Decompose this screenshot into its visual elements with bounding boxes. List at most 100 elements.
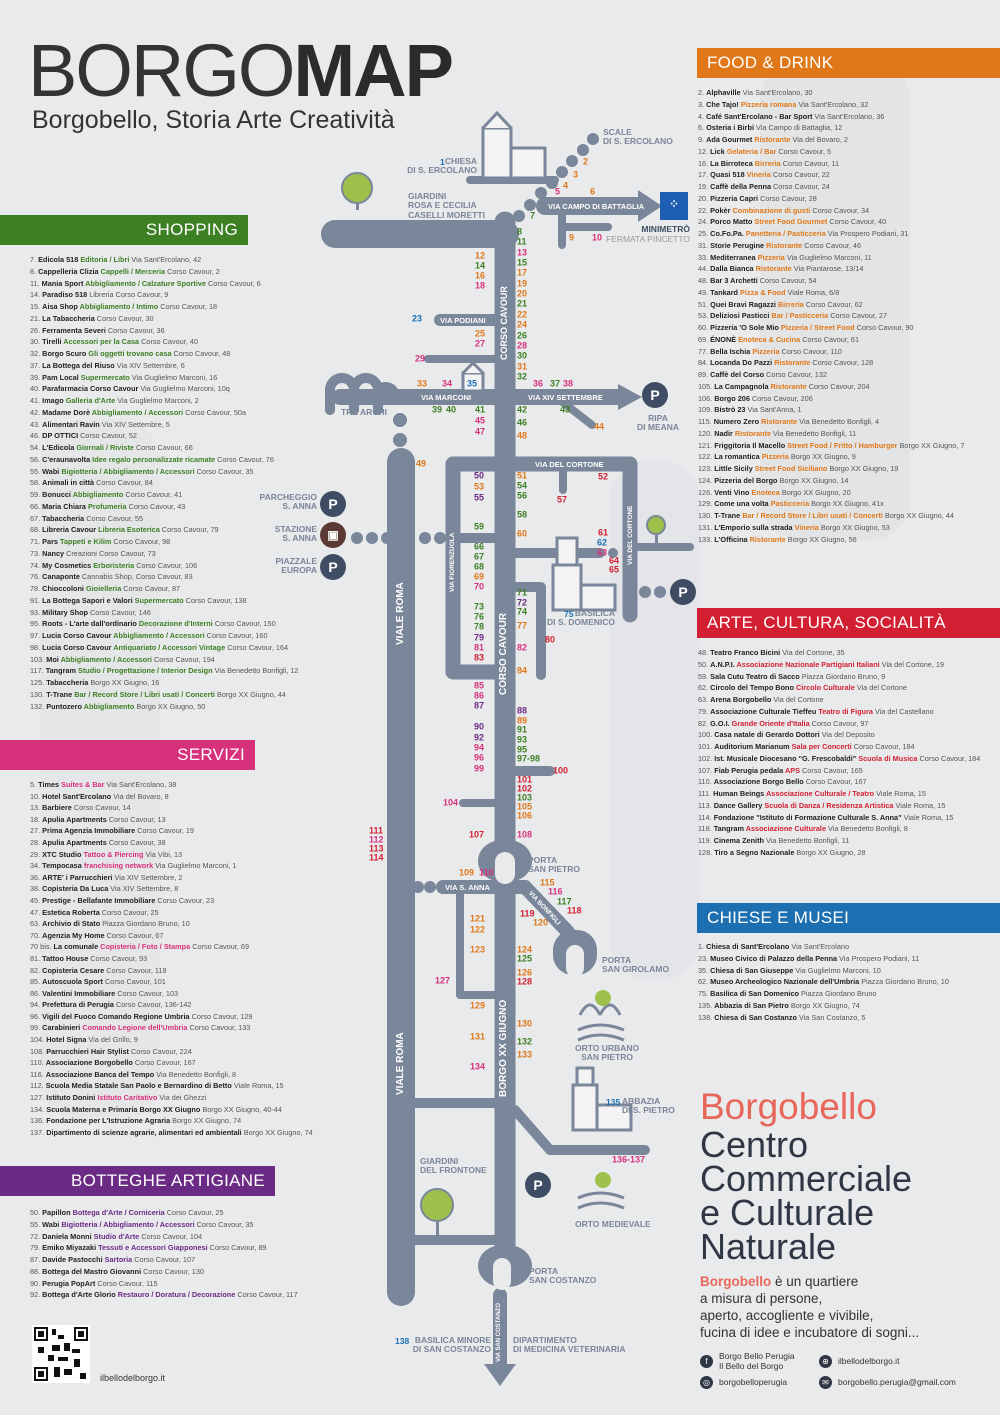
map-marker-111[interactable]: 111	[369, 825, 384, 836]
map-marker-74[interactable]: 74	[517, 606, 528, 617]
map-marker-85[interactable]: 85	[474, 680, 485, 691]
map-marker-5[interactable]: 5	[555, 186, 561, 197]
map-marker-132[interactable]: 132	[517, 1036, 533, 1047]
map-marker-23[interactable]: 23	[412, 313, 423, 324]
map-marker-34[interactable]: 34	[442, 378, 453, 389]
map-marker-49[interactable]: 49	[416, 458, 427, 469]
map-marker-80[interactable]: 80	[545, 634, 556, 645]
map-marker-56[interactable]: 56	[517, 490, 528, 501]
map-marker-87[interactable]: 87	[474, 700, 485, 711]
instagram-link[interactable]: ◎borgobelloperugia	[700, 1376, 787, 1389]
map-marker-116[interactable]: 116	[548, 886, 563, 897]
map-marker-90[interactable]: 90	[474, 721, 485, 732]
map-marker-69[interactable]: 69	[474, 571, 485, 582]
map-marker-43[interactable]: 43	[560, 404, 571, 415]
map-marker-67[interactable]: 67	[474, 551, 485, 562]
map-marker-131[interactable]: 131	[470, 1031, 486, 1042]
map-marker-123[interactable]: 123	[470, 944, 486, 955]
map-marker-62[interactable]: 62	[597, 537, 608, 548]
map-marker-44[interactable]: 44	[594, 421, 605, 432]
map-marker-21[interactable]: 21	[517, 298, 528, 309]
map-marker-106[interactable]: 106	[517, 810, 533, 821]
map-marker-18[interactable]: 18	[475, 280, 486, 291]
map-marker-70[interactable]: 70	[474, 581, 485, 592]
map-marker-81[interactable]: 81	[474, 642, 485, 653]
map-marker-12[interactable]: 12	[475, 250, 486, 261]
map-marker-60[interactable]: 60	[517, 528, 528, 539]
map-marker-20[interactable]: 20	[517, 288, 528, 299]
map-marker-113[interactable]: 113	[369, 843, 384, 854]
map-marker-120[interactable]: 120	[533, 917, 549, 928]
map-marker-122[interactable]: 122	[470, 924, 486, 935]
map-marker-39[interactable]: 39	[432, 404, 443, 415]
map-marker-103[interactable]: 103	[517, 792, 533, 803]
map-marker-107[interactable]: 107	[469, 829, 485, 840]
map-marker-52[interactable]: 52	[598, 471, 609, 482]
map-marker-50[interactable]: 50	[474, 470, 485, 481]
map-marker-133[interactable]: 133	[517, 1049, 533, 1060]
map-marker-72[interactable]: 72	[517, 597, 528, 608]
map-marker-15[interactable]: 15	[517, 257, 528, 268]
map-marker-134[interactable]: 134	[470, 1061, 486, 1072]
map-marker-73[interactable]: 73	[474, 601, 485, 612]
map-marker-8[interactable]: 8	[517, 226, 523, 237]
map-marker-117[interactable]: 117	[557, 896, 572, 907]
map-marker-45[interactable]: 45	[475, 415, 486, 426]
map-marker-130[interactable]: 130	[517, 1018, 533, 1029]
map-marker-102[interactable]: 102	[517, 783, 533, 794]
map-marker-78[interactable]: 78	[474, 621, 485, 632]
map-marker-54[interactable]: 54	[517, 480, 528, 491]
map-marker-108[interactable]: 108	[517, 829, 533, 840]
map-marker-91[interactable]: 91	[517, 724, 528, 735]
map-marker-100[interactable]: 100	[553, 765, 569, 776]
map-marker-55[interactable]: 55	[474, 492, 485, 503]
map-marker-24[interactable]: 24	[517, 319, 528, 330]
map-marker-93[interactable]: 93	[517, 734, 528, 745]
map-marker-19[interactable]: 19	[517, 278, 528, 289]
map-marker-105[interactable]: 105	[517, 801, 533, 812]
map-marker-83[interactable]: 83	[474, 652, 485, 663]
map-marker-36[interactable]: 36	[533, 378, 544, 389]
map-marker-86[interactable]: 86	[474, 690, 485, 701]
map-marker-64[interactable]: 64	[609, 555, 620, 566]
map-marker-118[interactable]: 118	[567, 905, 582, 916]
map-marker-112[interactable]: 112	[369, 834, 384, 845]
map-marker-46[interactable]: 46	[517, 417, 528, 428]
map-marker-58[interactable]: 58	[517, 509, 528, 520]
map-marker-63[interactable]: 63	[597, 547, 608, 558]
map-marker-47[interactable]: 47	[475, 426, 486, 437]
map-marker-68[interactable]: 68	[474, 561, 485, 572]
map-marker-126[interactable]: 126	[517, 967, 533, 978]
map-marker-27[interactable]: 27	[475, 338, 486, 349]
map-marker-22[interactable]: 22	[517, 309, 528, 320]
map-marker-7[interactable]: 7	[530, 210, 536, 221]
map-marker-30[interactable]: 30	[517, 350, 528, 361]
map-marker-71[interactable]: 71	[517, 587, 528, 598]
map-marker-6[interactable]: 6	[590, 186, 596, 197]
map-marker-76[interactable]: 76	[474, 611, 485, 622]
map-marker-88[interactable]: 88	[517, 705, 528, 716]
map-marker-65[interactable]: 65	[609, 564, 620, 575]
map-marker-136-137[interactable]: 136-137	[612, 1154, 646, 1165]
map-marker-38[interactable]: 38	[563, 378, 574, 389]
map-marker-114[interactable]: 114	[369, 852, 384, 863]
map-marker-109[interactable]: 109	[459, 867, 475, 878]
map-marker-25[interactable]: 25	[475, 328, 486, 339]
map-marker-104[interactable]: 104	[443, 797, 459, 808]
map-marker-66[interactable]: 66	[474, 541, 485, 552]
map-marker-9[interactable]: 9	[569, 232, 575, 243]
map-marker-97-98[interactable]: 97-98	[517, 753, 541, 764]
map-marker-84[interactable]: 84	[517, 665, 528, 676]
map-marker-82[interactable]: 82	[517, 642, 528, 653]
qr-code[interactable]	[32, 1325, 90, 1383]
map-marker-95[interactable]: 95	[517, 744, 528, 755]
map-marker-92[interactable]: 92	[474, 732, 485, 743]
map-marker-124[interactable]: 124	[517, 944, 533, 955]
map-marker-40[interactable]: 40	[446, 404, 457, 415]
map-marker-37[interactable]: 37	[550, 378, 561, 389]
map-marker-121[interactable]: 121	[470, 913, 486, 924]
map-marker-94[interactable]: 94	[474, 742, 485, 753]
map-marker-4[interactable]: 4	[563, 180, 569, 191]
map-marker-99[interactable]: 99	[474, 763, 485, 774]
